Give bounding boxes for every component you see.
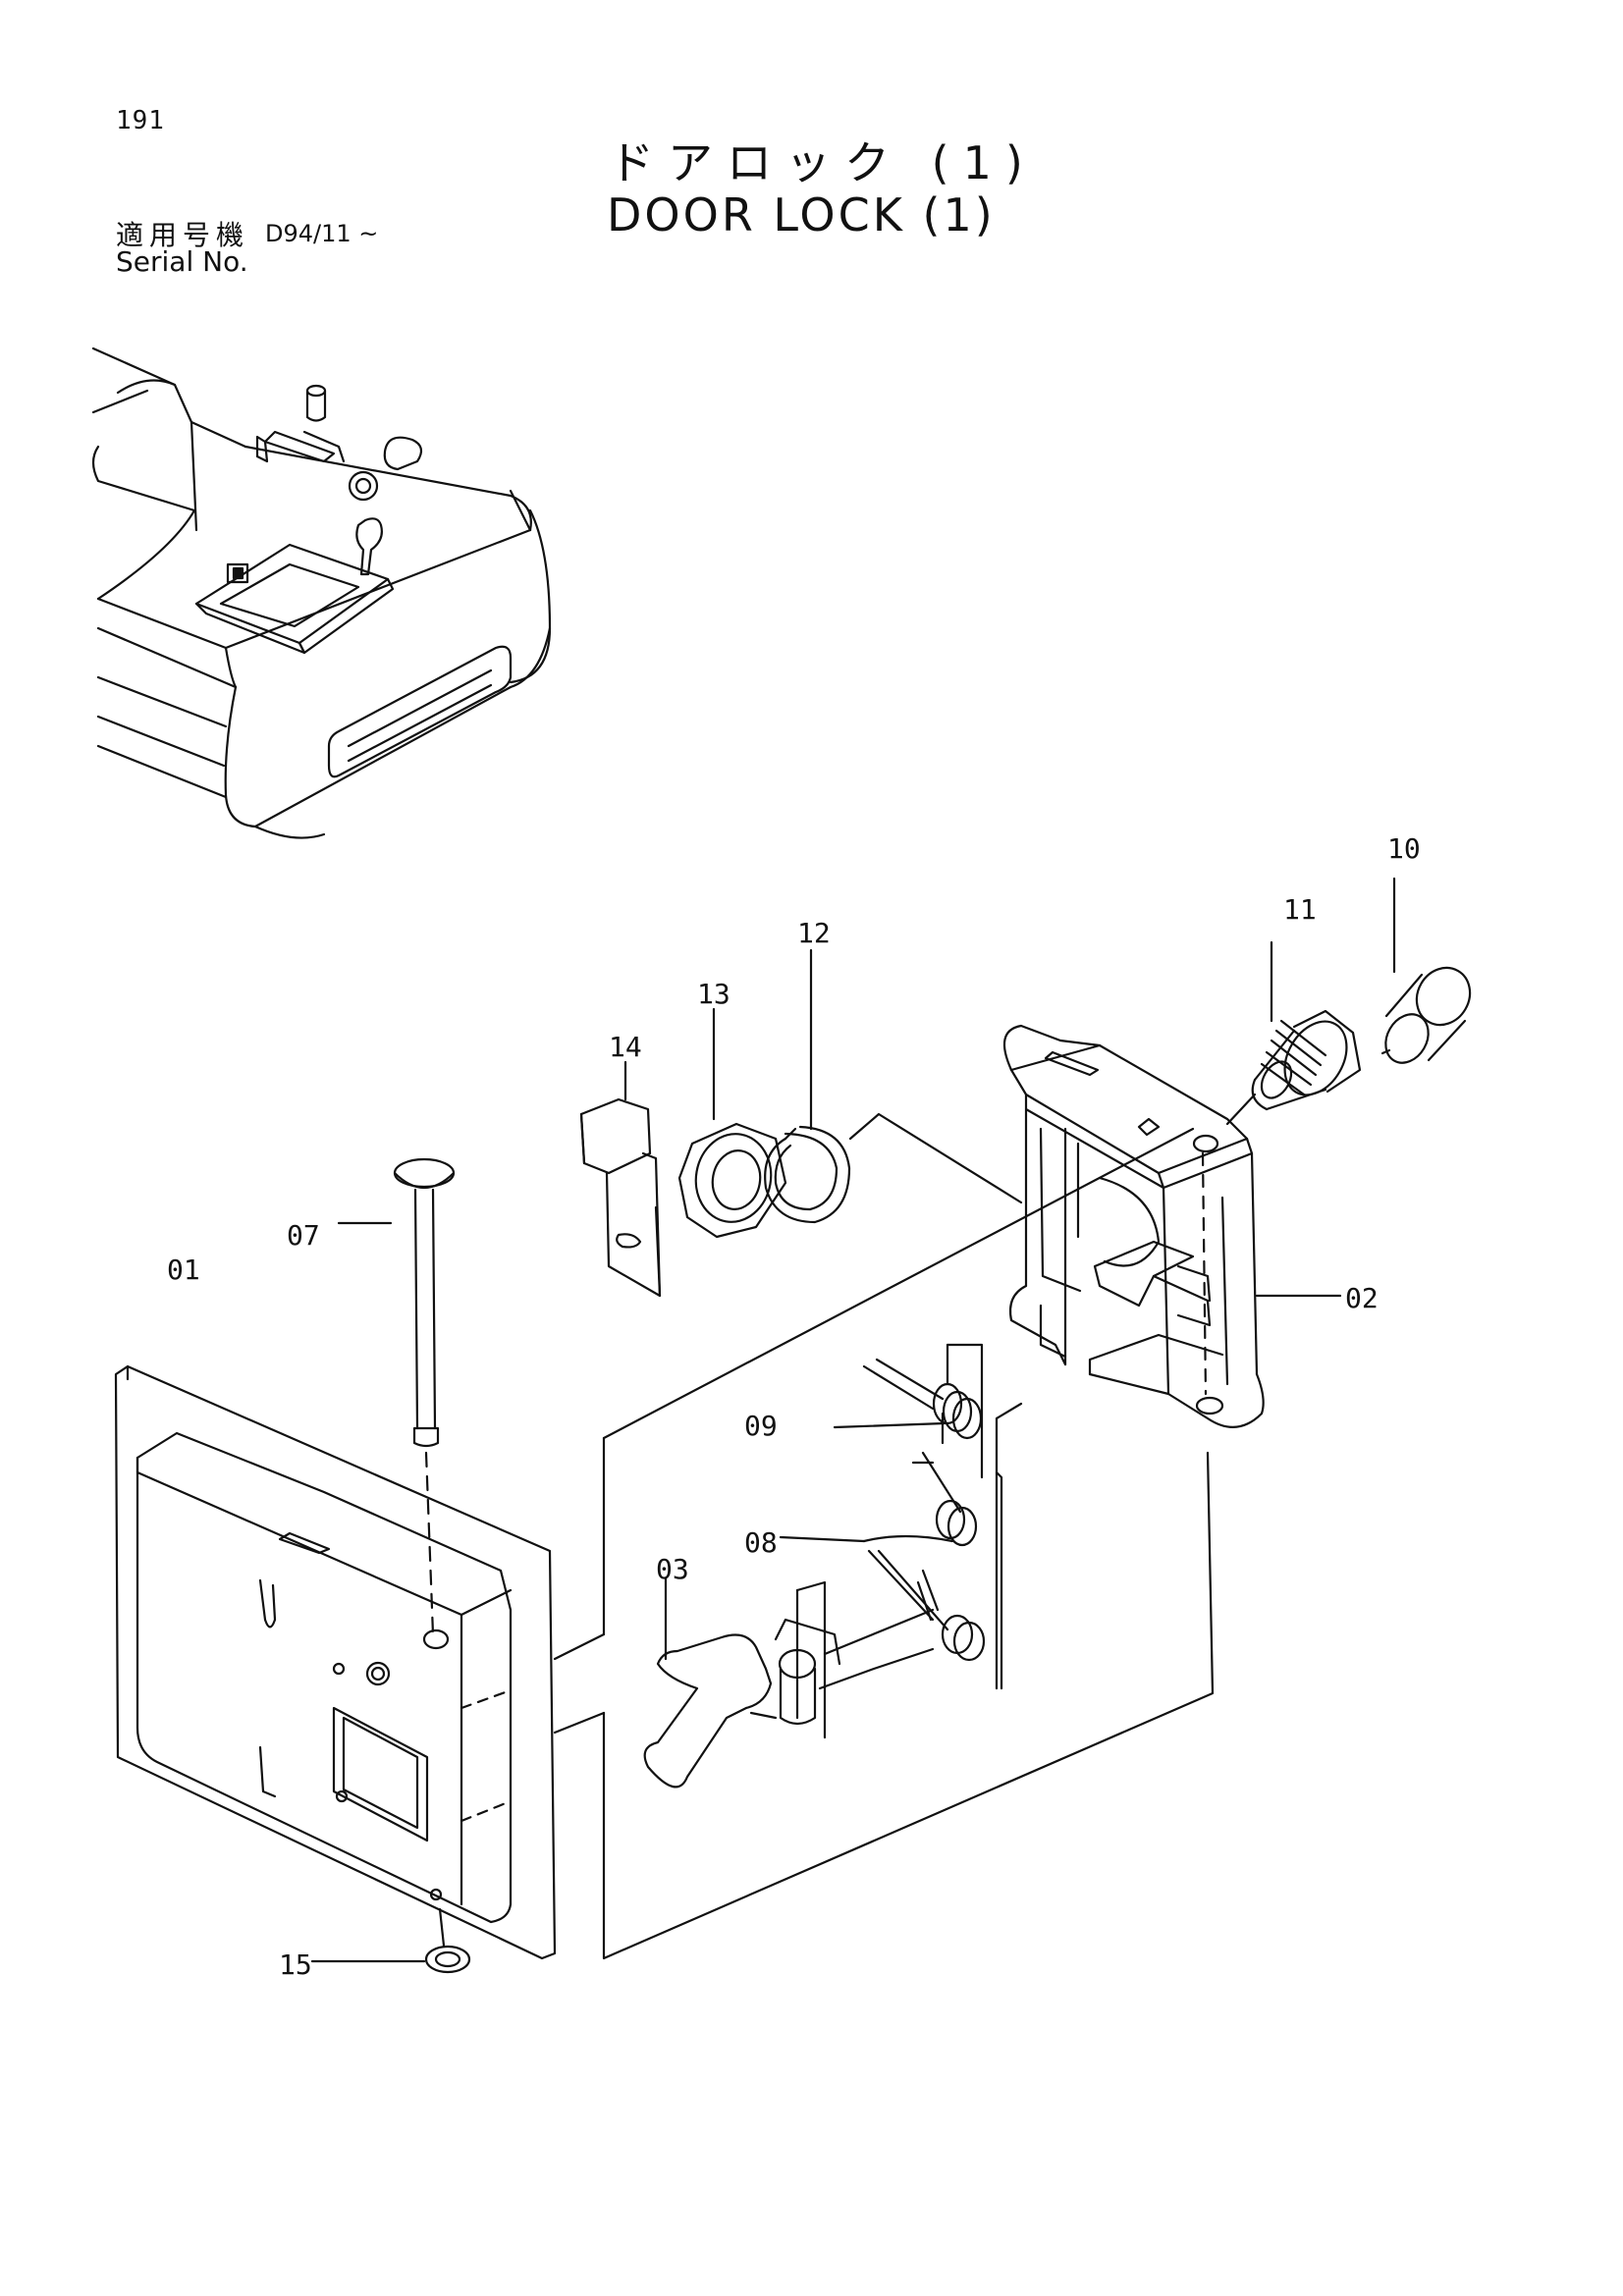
callout-03: 03 xyxy=(656,1553,689,1585)
callout-07: 07 xyxy=(287,1219,320,1252)
part-02-bracket xyxy=(1002,1024,1342,1428)
part-14-latch-plate xyxy=(579,1060,662,1298)
callout-09: 09 xyxy=(744,1410,778,1442)
title-japanese: ドアロック (1) xyxy=(609,136,1037,189)
callout-12: 12 xyxy=(797,917,831,949)
part-12-ring xyxy=(764,948,1023,1224)
part-08-spring xyxy=(779,1451,986,1662)
callout-02: 02 xyxy=(1345,1282,1379,1314)
page-number: 191 xyxy=(116,106,165,135)
part-11-bushing xyxy=(1225,940,1362,1126)
part-13-nut xyxy=(677,1007,787,1239)
title-english: DOOR LOCK (1) xyxy=(607,188,996,241)
part-09-spring xyxy=(833,1343,984,1479)
part-07-pin xyxy=(337,1157,456,1636)
part-03-latch-lever xyxy=(643,1576,935,1789)
serial-value: D94/11 ~ xyxy=(265,220,379,247)
part-10-lock-cylinder xyxy=(1380,877,1472,1064)
callout-15: 15 xyxy=(279,1949,312,1981)
callout-14: 14 xyxy=(609,1031,642,1063)
part-01-housing xyxy=(114,1364,557,1960)
serial-label-japanese: 適用号機 xyxy=(116,219,250,251)
callout-08: 08 xyxy=(744,1526,778,1559)
callout-10: 10 xyxy=(1387,832,1421,865)
part-15-snap-ring xyxy=(310,1907,471,1974)
serial-label-english: Serial No. xyxy=(116,245,248,278)
callout-13: 13 xyxy=(697,978,730,1010)
machine-overview-illustration xyxy=(91,347,552,839)
assembly-outline xyxy=(553,1127,1215,1960)
callout-01: 01 xyxy=(167,1254,200,1286)
callout-11: 11 xyxy=(1283,893,1317,926)
